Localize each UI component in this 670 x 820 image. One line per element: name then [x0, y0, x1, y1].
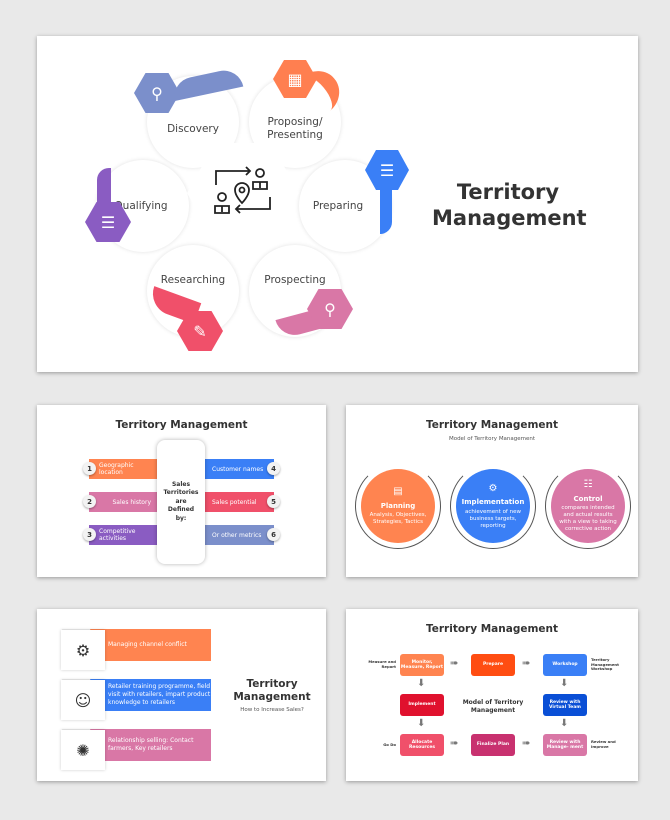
number-badge: 4 — [267, 462, 280, 475]
arrow-right-icon: ➠ — [450, 658, 459, 669]
center-label: Model of Territory Management — [462, 699, 524, 714]
slide-title: Territory Management — [425, 623, 559, 635]
document-search-icon: ✎ — [193, 321, 207, 341]
item-label: Sales potential — [212, 498, 257, 506]
item-label: Competitive activities — [99, 528, 136, 542]
slide-title: Territory Management — [115, 419, 248, 431]
item-label: Customer names — [212, 465, 264, 473]
discovery-badge: ⚲ — [134, 73, 180, 113]
step-label: Discovery — [167, 122, 219, 135]
arrow-right-icon: ➠ — [450, 738, 459, 749]
slide-increase-sales[interactable]: Managing channel conflict Retailer train… — [37, 609, 326, 781]
slide-title: Territory Management — [233, 678, 311, 704]
number-badge: 5 — [267, 495, 280, 508]
card-control: ☷ Control compares intended and actual res… — [551, 469, 625, 543]
slide-title: Territory Management — [432, 180, 587, 231]
item-geographic-location: Geographic location — [89, 459, 161, 479]
strategy-text: Retailer training programme, field visit… — [108, 683, 211, 706]
side-label-workshop: Territory Management Workshop — [591, 657, 619, 672]
slide-main[interactable]: Discovery ⚲ Proposing/ Presenting ▦ Prep… — [37, 36, 638, 372]
heads-gear-icon: ⚙ — [61, 630, 105, 670]
number-badge: 3 — [83, 528, 96, 541]
slide-territories-defined[interactable]: Territory Management Geographic location… — [37, 405, 326, 577]
number-badge: 1 — [83, 462, 96, 475]
search-eye-icon: ⚲ — [151, 83, 163, 103]
step-label: Researching — [160, 273, 226, 286]
proposing-badge: ▦ — [273, 60, 317, 98]
slide-title: Territory Management — [425, 419, 559, 431]
strategy-retailer-training: Retailer training programme, field visit… — [90, 679, 211, 711]
preparing-badge: ☰ — [365, 150, 409, 190]
card-title: Control — [573, 494, 603, 503]
step-label: Proposing/ Presenting — [267, 116, 323, 141]
step-label: Preparing — [312, 199, 364, 212]
box-prepare: Prepare — [471, 654, 515, 676]
arrow-down-icon: ⬇ — [560, 718, 569, 729]
item-sales-potential: Sales potential — [202, 492, 274, 512]
slide-subtitle: Model of Territory Management — [448, 436, 536, 442]
qualifying-badge: ☰ — [85, 202, 131, 242]
arrow-down-icon: ⬇ — [560, 678, 569, 689]
checklist-icon: ☰ — [379, 160, 395, 180]
side-label-review: Review and Improve — [591, 739, 616, 749]
slide-flow-model[interactable]: Territory Management Monitor, Measure, R… — [346, 609, 638, 781]
presentation-icon: ▦ — [287, 69, 303, 89]
number-badge: 2 — [83, 495, 96, 508]
person-list-icon: ☰ — [100, 212, 116, 232]
territory-people-location-icon — [214, 166, 271, 214]
arrow-down-icon: ⬇ — [417, 678, 426, 689]
strategy-relationship-selling: Relationship selling: Contact farmers, K… — [90, 729, 211, 761]
step-label: Qualifying — [114, 199, 168, 212]
strategy-text: Relationship selling: Contact farmers, K… — [108, 737, 194, 752]
item-other-metrics: Or other metrics — [202, 525, 274, 545]
item-competitive-activities: Competitive activities — [89, 525, 161, 545]
gears-icon: ⚙ — [488, 482, 498, 494]
strategy-channel-conflict: Managing channel conflict — [90, 629, 211, 661]
card-title: Planning — [380, 501, 416, 510]
training-icon: ☺ — [61, 680, 105, 720]
box-review-virtual-team: Review with Virtual Team — [543, 694, 587, 716]
box-allocate: Allocate Resources — [400, 734, 444, 756]
card-text: compares intended and actual results wit… — [559, 505, 617, 532]
item-label: Geographic location — [99, 462, 134, 476]
item-customer-names: Customer names — [202, 459, 274, 479]
box-implement: Implement — [400, 694, 444, 716]
box-workshop: Workshop — [543, 654, 587, 676]
side-label-measure: Measure and Report — [368, 659, 396, 669]
item-label: Sales history — [112, 498, 151, 506]
ring — [545, 463, 631, 549]
sliders-icon: ☷ — [583, 479, 593, 491]
ring — [355, 463, 441, 549]
strategy-text: Managing channel conflict — [108, 641, 187, 649]
box-finalize: Finalize Plan — [471, 734, 515, 756]
center-text: Sales Territories are Defined by: — [163, 481, 199, 522]
briefcase-search-icon: ⚲ — [324, 299, 336, 319]
slide-subtitle: How to Increase Sales? — [240, 707, 304, 713]
card-text: Analysis, Objectives, Strategies, Tactic… — [369, 512, 427, 526]
box-monitor: Monitor, Measure, Report — [400, 654, 444, 676]
card-title: Implementation — [461, 498, 525, 507]
ring — [450, 463, 536, 549]
item-label: Or other metrics — [212, 531, 262, 539]
box-review-management: Review with Manage- ment — [543, 734, 587, 756]
center-card: Sales Territories are Defined by: — [157, 440, 205, 564]
number-badge: 6 — [267, 528, 280, 541]
slide-model[interactable]: Territory Management Model of Territory … — [346, 405, 638, 577]
network-icon: ✺ — [61, 730, 105, 770]
card-text: achievement of new business targets, rep… — [465, 508, 521, 529]
arrow-down-icon: ⬇ — [417, 718, 426, 729]
item-sales-history: Sales history — [89, 492, 161, 512]
document-icon: ▤ — [393, 486, 403, 497]
arrow-right-icon: ➠ — [522, 658, 531, 669]
side-label-go-do: Go Do — [383, 742, 396, 747]
arrow-right-icon: ➠ — [522, 738, 531, 749]
step-label: Prospecting — [264, 273, 326, 286]
